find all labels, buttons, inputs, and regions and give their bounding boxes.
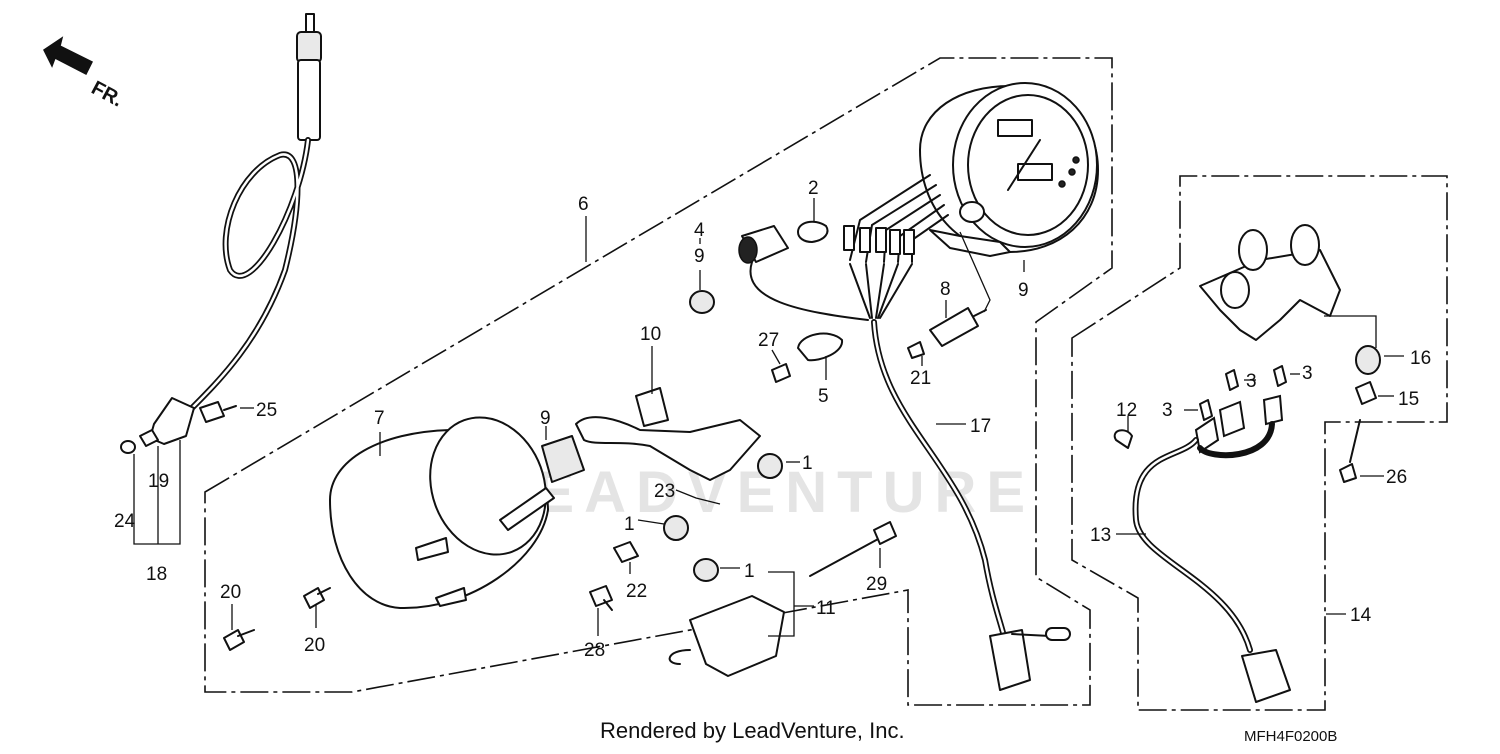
bulb-3a <box>1225 369 1239 391</box>
callout-5: 5 <box>818 386 829 407</box>
callout-9-bracket: 9 <box>540 408 551 429</box>
screw-21 <box>907 341 925 359</box>
callout-23: 23 <box>654 481 675 502</box>
meter-harness-17 <box>871 319 1071 691</box>
callout-7: 7 <box>374 408 385 429</box>
callout-3-c: 3 <box>1162 400 1173 421</box>
screw-15 <box>1355 381 1377 405</box>
bulb-2 <box>797 220 829 243</box>
callout-18: 18 <box>146 564 167 585</box>
callout-21: 21 <box>910 368 931 389</box>
harness-connector-17 <box>989 629 1031 691</box>
screw-26 <box>1339 419 1361 483</box>
callout-17: 17 <box>970 416 991 437</box>
screw-20b <box>303 587 331 609</box>
bolt-28 <box>589 585 613 611</box>
meter-needle <box>1007 139 1041 191</box>
diagram-code: MFH4F0200B <box>1244 728 1337 745</box>
callout-6: 6 <box>578 194 589 215</box>
callout-24: 24 <box>114 511 136 532</box>
callout-20-left: 20 <box>220 582 241 603</box>
bolt-29 <box>809 521 897 577</box>
bracket-11 <box>668 595 785 677</box>
callout-2: 2 <box>808 178 819 199</box>
callout-22: 22 <box>626 581 647 602</box>
callout-labels: 6 2 4 9 9 8 10 27 5 21 17 7 9 1 23 1 1 2… <box>114 178 1431 661</box>
callout-13: 13 <box>1090 525 1111 546</box>
handle-switch-box <box>1071 175 1448 711</box>
front-label: FR. <box>88 77 127 112</box>
cable-upper-sleeve <box>297 59 321 141</box>
callout-15: 15 <box>1398 389 1419 410</box>
grommet-9a <box>689 290 715 314</box>
rubber-1b <box>663 515 689 541</box>
callout-19: 19 <box>148 471 169 492</box>
switch-post-a <box>1238 229 1268 271</box>
speedometer-cable <box>120 13 322 454</box>
callout-4: 4 <box>694 220 705 241</box>
callout-20-right: 20 <box>304 635 325 656</box>
footer-credit: Rendered by LeadVenture, Inc. <box>600 718 905 743</box>
bolt-25 <box>199 401 225 423</box>
bulb-3b <box>1273 365 1287 387</box>
cord-clamp-5 <box>771 332 844 383</box>
callout-14: 14 <box>1350 605 1372 626</box>
reset-knob-8 <box>929 307 987 347</box>
meter-assembly-box <box>204 57 1113 706</box>
screw-20a <box>223 629 255 651</box>
bulb-3c <box>1199 399 1213 421</box>
callout-10: 10 <box>640 324 661 345</box>
callout-8: 8 <box>940 279 951 300</box>
rubber-1c <box>693 558 719 582</box>
meter-wiring <box>749 174 949 321</box>
callout-9-grommet: 9 <box>694 246 705 267</box>
callout-3-b: 3 <box>1302 363 1313 384</box>
screw-27 <box>771 363 791 383</box>
knob-16 <box>1355 345 1381 375</box>
callout-29: 29 <box>866 574 887 595</box>
front-direction-indicator: FR. <box>43 36 127 112</box>
cable-washer <box>139 429 159 447</box>
cable-upper-nut <box>296 31 322 63</box>
callout-28: 28 <box>584 640 605 661</box>
callout-16: 16 <box>1410 348 1431 369</box>
callout-25: 25 <box>256 400 277 421</box>
cable-lower-end <box>149 397 195 445</box>
meter-reset-knob <box>959 201 985 223</box>
odometer-window <box>997 119 1033 137</box>
callout-1-middle: 1 <box>624 514 635 535</box>
callout-9-meter: 9 <box>1018 280 1029 301</box>
tripmeter-window <box>1017 163 1053 181</box>
washer-24 <box>120 440 136 454</box>
switch-housing-14 <box>1199 224 1341 341</box>
grommet-9b <box>541 435 585 483</box>
callout-11: 11 <box>816 598 836 619</box>
collar-23 <box>499 487 555 531</box>
rubber-1a <box>757 453 783 479</box>
switch-harness-13 <box>1132 394 1291 703</box>
callout-27: 27 <box>758 330 779 351</box>
wire-clip-12 <box>1113 429 1133 449</box>
callout-1-upper: 1 <box>802 453 813 474</box>
callout-1-lower: 1 <box>744 561 755 582</box>
front-arrow-icon <box>43 36 94 76</box>
callout-12: 12 <box>1116 400 1137 421</box>
nut-22 <box>613 541 639 563</box>
callout-26: 26 <box>1386 467 1407 488</box>
meter-bracket-10 <box>575 387 761 481</box>
speedometer-unit <box>919 82 1099 257</box>
callout-3-a: 3 <box>1246 371 1257 392</box>
bulb-socket-4 <box>738 225 789 264</box>
switch-post-c <box>1220 271 1250 309</box>
harness-connector-13 <box>1241 649 1291 703</box>
switch-post-b <box>1290 224 1320 266</box>
